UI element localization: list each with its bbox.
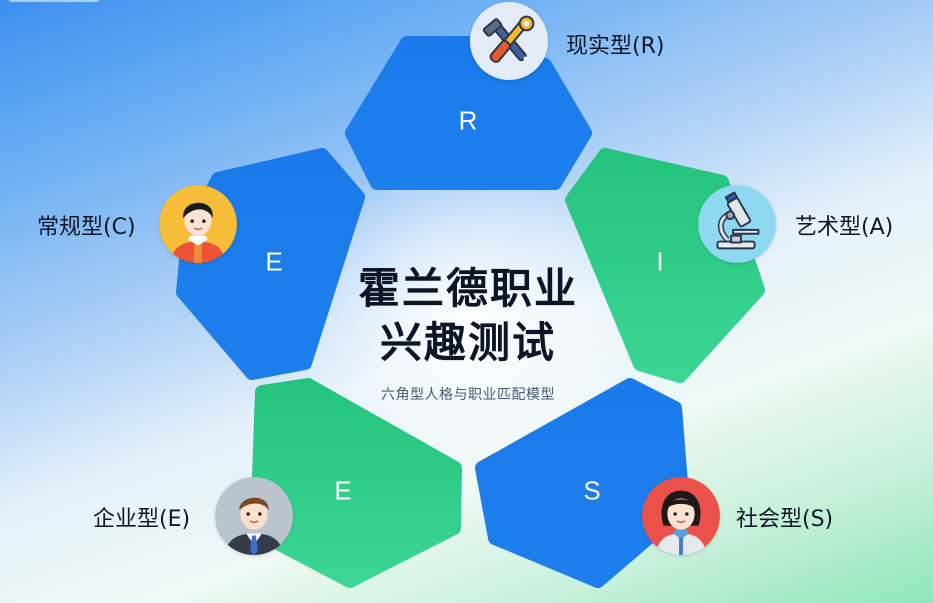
segment-S-letter: S xyxy=(583,475,601,506)
center-glow xyxy=(278,150,658,490)
businessman-avatar-icon xyxy=(215,477,293,555)
top-tab-edge xyxy=(8,0,100,2)
title-line-1: 霍兰德职业 xyxy=(357,264,579,313)
type-label-enterprising: 企业型(E) xyxy=(93,507,191,532)
segment-I-letter: I xyxy=(656,246,664,277)
subtitle: 六角型人格与职业匹配模型 xyxy=(381,387,555,403)
segment-E-bottom-letter: E xyxy=(334,475,352,506)
boy-avatar-icon xyxy=(159,185,237,263)
page-title: 霍兰德职业 兴趣测试 xyxy=(358,262,578,370)
woman-avatar-icon xyxy=(642,477,720,555)
title-line-2: 兴趣测试 xyxy=(379,318,557,367)
segment-R-letter: R xyxy=(458,105,478,136)
type-label-conventional: 常规型(C) xyxy=(37,215,136,240)
type-label-artistic: 艺术型(A) xyxy=(795,215,894,240)
type-label-realistic: 现实型(R) xyxy=(566,34,665,59)
segment-E-left-letter: E xyxy=(265,246,283,277)
type-label-social: 社会型(S) xyxy=(736,507,834,532)
tools-icon xyxy=(470,2,548,80)
microscope-icon xyxy=(698,185,776,263)
